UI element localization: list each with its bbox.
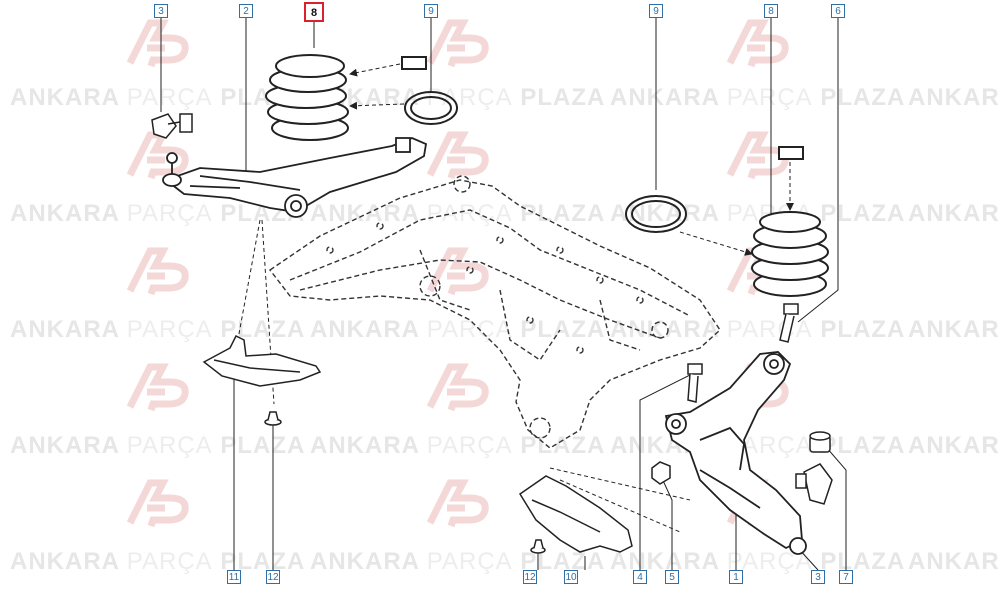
bush — [809, 431, 831, 453]
callout-5: 5 — [665, 570, 679, 584]
callout-4: 4 — [633, 570, 647, 584]
bolt — [779, 303, 799, 343]
splash-shield-left — [202, 334, 322, 387]
bolt — [687, 363, 703, 403]
callout-7: 7 — [839, 570, 853, 584]
spring-pad-right — [778, 146, 804, 160]
splash-shield-middle — [518, 475, 633, 553]
callout-3: 3 — [811, 570, 825, 584]
coil-spring-left — [265, 54, 349, 141]
lower-control-arm-right — [664, 351, 807, 555]
callout-12: 12 — [523, 570, 537, 584]
callout-11: 11 — [227, 570, 241, 584]
clip-fastener-middle — [530, 539, 546, 554]
stabilizer-bush-bracket — [795, 463, 833, 505]
callout-8: 8 — [764, 4, 778, 18]
coil-spring-right — [751, 211, 829, 297]
lower-control-arm-left — [162, 137, 428, 218]
callout-9: 9 — [424, 4, 438, 18]
spring-pad-left — [401, 56, 427, 70]
callout-6: 6 — [831, 4, 845, 18]
spring-seat-ring-right — [625, 195, 687, 233]
clip-fastener-left — [264, 411, 282, 426]
callout-8-highlighted: 8 — [304, 2, 324, 22]
callout-9: 9 — [649, 4, 663, 18]
callout-12: 12 — [266, 570, 280, 584]
nut — [651, 461, 671, 485]
assembly-arrows — [235, 63, 794, 533]
spring-seat-ring-left — [404, 91, 458, 125]
callout-10: 10 — [564, 570, 578, 584]
callout-2: 2 — [239, 4, 253, 18]
callout-1: 1 — [729, 570, 743, 584]
callout-3: 3 — [154, 4, 168, 18]
subframe — [268, 175, 721, 449]
stabilizer-link-bush — [151, 113, 193, 139]
